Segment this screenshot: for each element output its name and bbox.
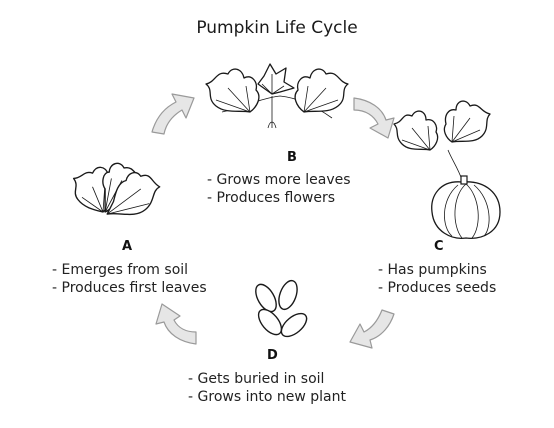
stage-b-line-1: Grows more leaves bbox=[207, 171, 351, 189]
stage-a-line-2: Produces first leaves bbox=[52, 279, 207, 297]
arrow-b-to-c-icon bbox=[353, 97, 395, 139]
stage-a-letter: A bbox=[122, 239, 133, 254]
stage-c-plant-icon bbox=[393, 100, 501, 239]
stage-c-description: Has pumpkins Produces seeds bbox=[378, 261, 497, 297]
arrow-c-to-d-icon bbox=[349, 309, 395, 349]
stage-b-line-2: Produces flowers bbox=[207, 189, 351, 207]
stage-a-line-1: Emerges from soil bbox=[52, 261, 207, 279]
stage-a-plant-icon bbox=[72, 162, 161, 216]
stage-c-line-1: Has pumpkins bbox=[378, 261, 496, 279]
diagram-title: Pumpkin Life Cycle bbox=[196, 18, 358, 38]
stage-d-line-2: Grows into new plant bbox=[188, 388, 346, 406]
stage-d-letter: D bbox=[267, 348, 278, 363]
stage-c-line-2: Produces seeds bbox=[378, 279, 497, 297]
stage-b-plant-icon bbox=[205, 63, 349, 129]
stage-d-line-1: Gets buried in soil bbox=[188, 370, 346, 388]
arrow-a-to-b-icon bbox=[151, 93, 195, 135]
stage-c-letter: C bbox=[434, 239, 444, 254]
stage-d-description: Gets buried in soil Grows into new plant bbox=[188, 370, 346, 406]
arrow-d-to-a-icon bbox=[155, 303, 197, 345]
stage-b-description: Grows more leaves Produces flowers bbox=[207, 171, 351, 207]
stage-b-letter: B bbox=[287, 150, 297, 165]
stage-a-description: Emerges from soil Produces first leaves bbox=[52, 261, 207, 297]
stage-d-seeds-icon bbox=[255, 279, 308, 338]
